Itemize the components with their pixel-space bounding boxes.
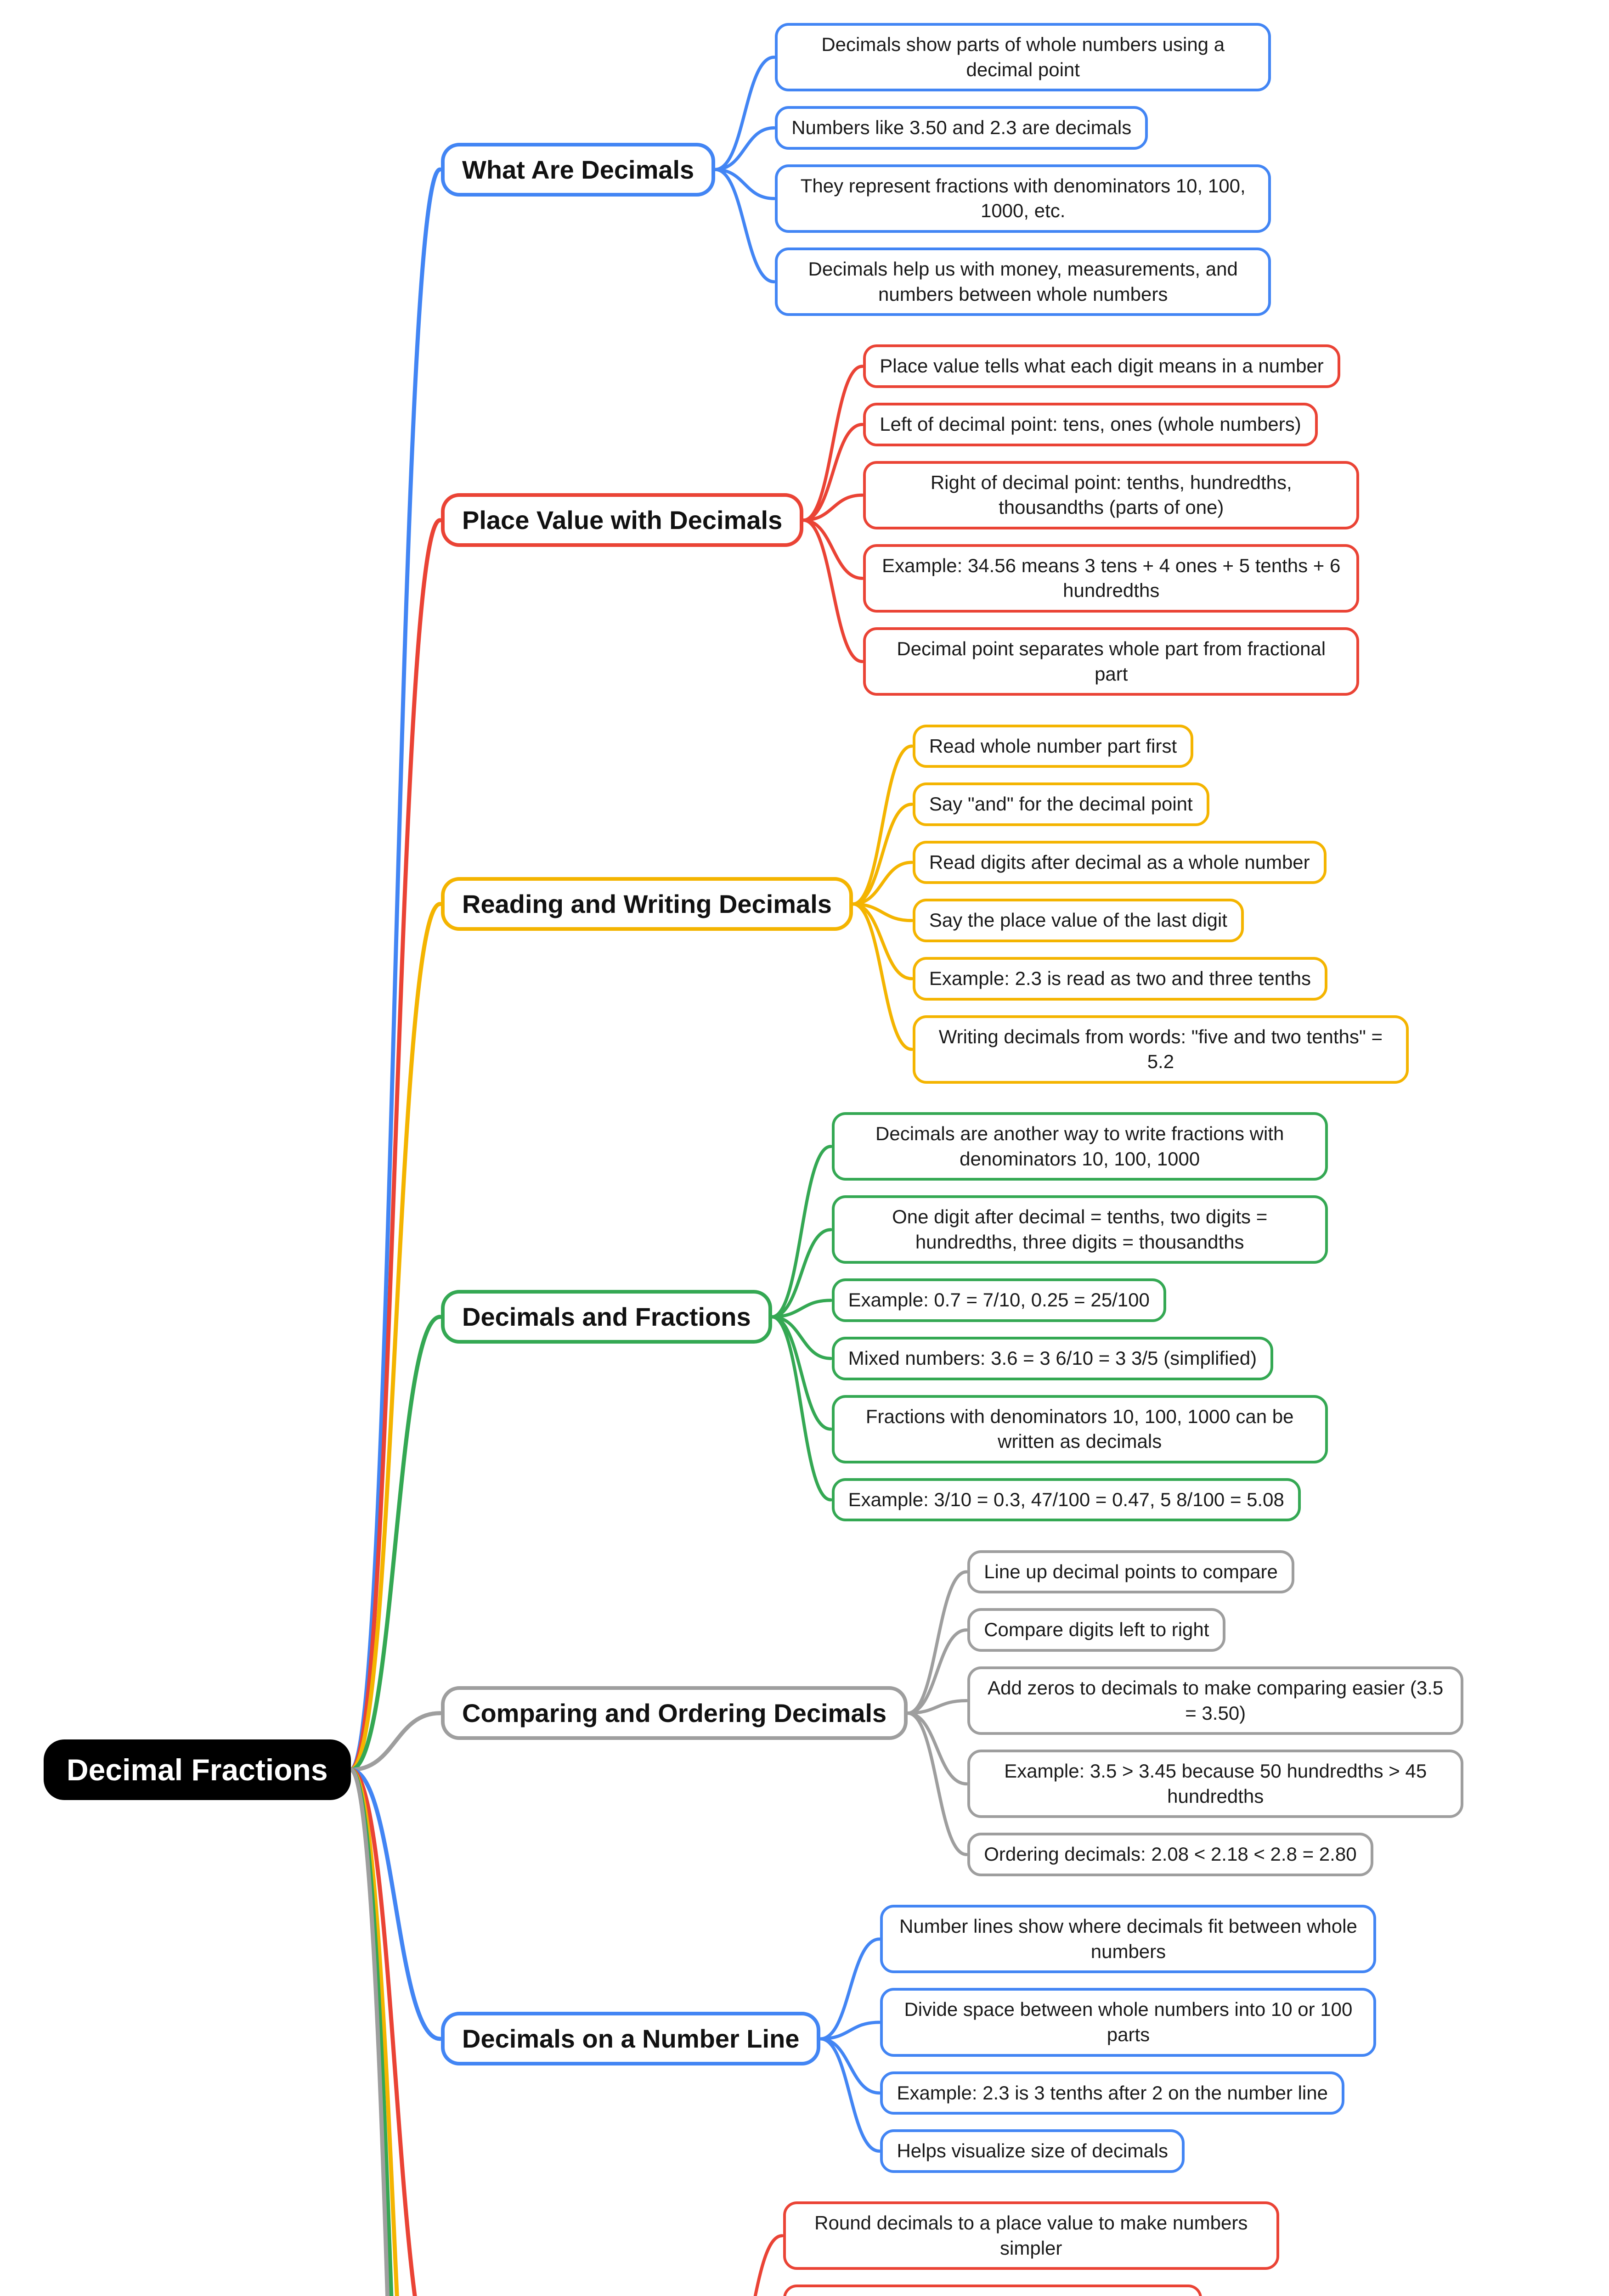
leaf-node[interactable]: Left of decimal point: tens, ones (whole…: [863, 403, 1318, 446]
leaf-node[interactable]: Decimals show parts of whole numbers usi…: [775, 23, 1271, 92]
leaf-node[interactable]: Divide space between whole numbers into …: [880, 1988, 1377, 2057]
leaf-node[interactable]: Place value tells what each digit means …: [863, 344, 1340, 388]
leaf-node[interactable]: They represent fractions with denominato…: [775, 164, 1271, 233]
leaf-node[interactable]: Fractions with denominators 10, 100, 100…: [831, 1395, 1328, 1463]
leaf-node[interactable]: Read whole number part first: [912, 724, 1194, 768]
branch-group-decimals-and-fractions: Decimals and Fractions Decimals are anoth…: [441, 1112, 1463, 1522]
leaf-node[interactable]: Right of decimal point: tenths, hundredt…: [863, 461, 1360, 529]
leaf-node[interactable]: Example: 3.5 > 3.45 because 50 hundredth…: [967, 1750, 1464, 1818]
branch-group-comparing-and-ordering-decimals: Comparing and Ordering Decimals Line up d…: [441, 1550, 1464, 1876]
branches-container: What Are Decimals Decimals show parts of …: [441, 23, 1464, 2296]
branch-group-what-are-decimals: What Are Decimals Decimals show parts of …: [441, 23, 1463, 316]
branch-node-decimals-on-a-number-line[interactable]: Decimals on a Number Line: [441, 2012, 821, 2066]
branch-node-reading-and-writing-decimals[interactable]: Reading and Writing Decimals: [441, 877, 853, 931]
leaf-node[interactable]: Decimals help us with money, measurement…: [775, 247, 1271, 316]
branch-node-what-are-decimals[interactable]: What Are Decimals: [441, 142, 716, 197]
branch-node-place-value-with-decimals[interactable]: Place Value with Decimals: [441, 493, 804, 547]
leaf-list: Place value tells what each digit means …: [863, 344, 1360, 696]
leaf-node[interactable]: Compare digits left to right: [967, 1608, 1226, 1652]
branch-node-decimals-and-fractions[interactable]: Decimals and Fractions: [441, 1290, 772, 1344]
root-node[interactable]: Decimal Fractions: [44, 1739, 351, 1800]
leaf-node[interactable]: Line up decimal points to compare: [967, 1550, 1294, 1594]
leaf-node[interactable]: Example: 2.3 is 3 tenths after 2 on the …: [880, 2071, 1344, 2115]
leaf-node[interactable]: Helps visualize size of decimals: [880, 2129, 1185, 2173]
leaf-list: Number lines show where decimals fit bet…: [880, 1905, 1377, 2173]
leaf-node[interactable]: Mixed numbers: 3.6 = 3 6/10 = 3 3/5 (sim…: [831, 1337, 1274, 1380]
branch-group-place-value-with-decimals: Place Value with Decimals Place value tel…: [441, 344, 1463, 696]
leaf-node[interactable]: Decimal point separates whole part from …: [863, 627, 1360, 696]
leaf-node[interactable]: Read digits after decimal as a whole num…: [912, 840, 1327, 884]
leaf-node[interactable]: One digit after decimal = tenths, two di…: [831, 1195, 1328, 1264]
leaf-node[interactable]: Number lines show where decimals fit bet…: [880, 1905, 1377, 1974]
leaf-node[interactable]: Say "and" for the decimal point: [912, 782, 1209, 826]
leaf-list: Round decimals to a place value to make …: [783, 2201, 1279, 2296]
leaf-list: Decimals show parts of whole numbers usi…: [775, 23, 1271, 316]
leaf-list: Decimals are another way to write fracti…: [831, 1112, 1328, 1522]
branch-group-reading-and-writing-decimals: Reading and Writing Decimals Read whole n…: [441, 724, 1463, 1084]
leaf-node[interactable]: Example: 0.7 = 7/10, 0.25 = 25/100: [831, 1278, 1166, 1322]
branch-group-rounding-decimals: Rounding DecimalsRound decimals to a pla…: [441, 2201, 1463, 2296]
leaf-node[interactable]: Decimals are another way to write fracti…: [831, 1112, 1328, 1181]
leaf-node[interactable]: Writing decimals from words: "five and t…: [912, 1015, 1409, 1084]
branch-group-decimals-on-a-number-line: Decimals on a Number Line Number lines sh…: [441, 1905, 1463, 2173]
leaf-node[interactable]: Look at digit to the right of the roundi…: [783, 2285, 1203, 2296]
leaf-node[interactable]: Add zeros to decimals to make comparing …: [967, 1666, 1464, 1735]
leaf-node[interactable]: Example: 3/10 = 0.3, 47/100 = 0.47, 5 8/…: [831, 1478, 1301, 1522]
leaf-node[interactable]: Say the place value of the last digit: [912, 899, 1244, 942]
leaf-node[interactable]: Round decimals to a place value to make …: [783, 2201, 1279, 2270]
leaf-node[interactable]: Ordering decimals: 2.08 < 2.18 < 2.8 = 2…: [967, 1833, 1373, 1876]
branch-node-comparing-and-ordering-decimals[interactable]: Comparing and Ordering Decimals: [441, 1686, 908, 1740]
leaf-node[interactable]: Example: 34.56 means 3 tens + 4 ones + 5…: [863, 544, 1360, 613]
leaf-node[interactable]: Numbers like 3.50 and 2.3 are decimals: [775, 106, 1148, 150]
leaf-node[interactable]: Example: 2.3 is read as two and three te…: [912, 957, 1328, 1001]
